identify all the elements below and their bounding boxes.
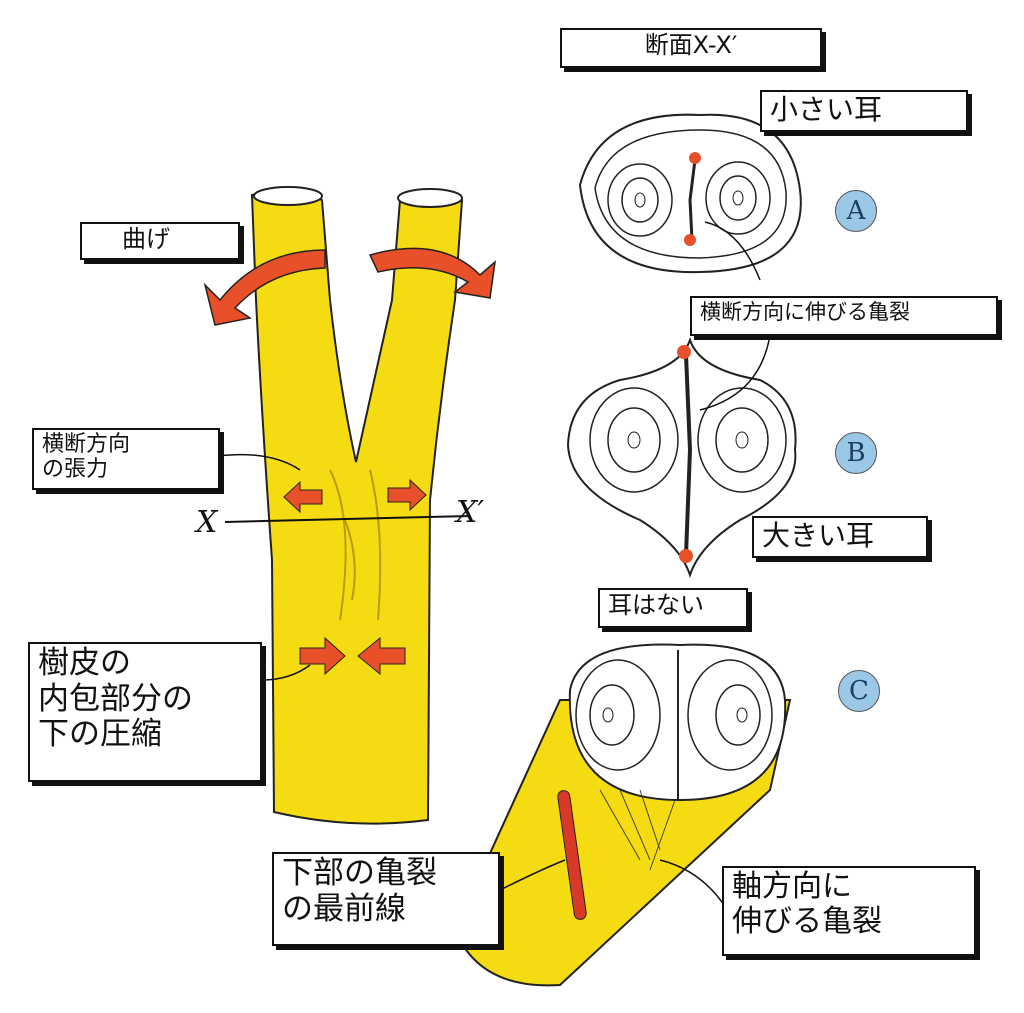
bending-arrow-right — [368, 247, 497, 299]
transverse-crack-label: 横断方向に伸びる亀裂 — [690, 296, 998, 336]
compression-arrow-left — [299, 636, 346, 676]
section-marker-x: X — [196, 505, 218, 540]
bending-arrow-left — [203, 249, 326, 326]
tension-arrow-right — [387, 478, 427, 512]
marker-b: B — [835, 432, 877, 474]
bending-label: 曲げ — [80, 222, 240, 260]
section-line — [224, 515, 471, 523]
section-label: 断面X-X′ — [560, 28, 822, 68]
bark-compression-label: 樹皮の 内包部分の 下の圧縮 — [28, 642, 262, 782]
cross-section-a — [578, 113, 802, 281]
crack-front-rod — [557, 790, 587, 920]
axial-crack-label: 軸方向に 伸びる亀裂 — [722, 866, 976, 956]
bark-inclusion-lines — [329, 469, 382, 621]
crack-front-label: 下部の亀裂 の最前線 — [272, 852, 500, 946]
transverse-tension-label: 横断方向 の張力 — [32, 428, 220, 490]
cross-section-b — [566, 334, 797, 579]
large-ear-label: 大きい耳 — [752, 516, 928, 558]
marker-c: C — [838, 670, 880, 712]
small-ear-label: 小さい耳 — [760, 90, 968, 132]
section-marker-x-prime: X′ — [456, 495, 485, 530]
no-ear-label: 耳はない — [598, 588, 748, 628]
marker-a: A — [835, 190, 877, 232]
compression-arrow-right — [357, 636, 406, 676]
tension-arrow-left — [283, 480, 323, 514]
cross-section-c — [453, 643, 792, 987]
forked-trunk — [250, 190, 464, 825]
